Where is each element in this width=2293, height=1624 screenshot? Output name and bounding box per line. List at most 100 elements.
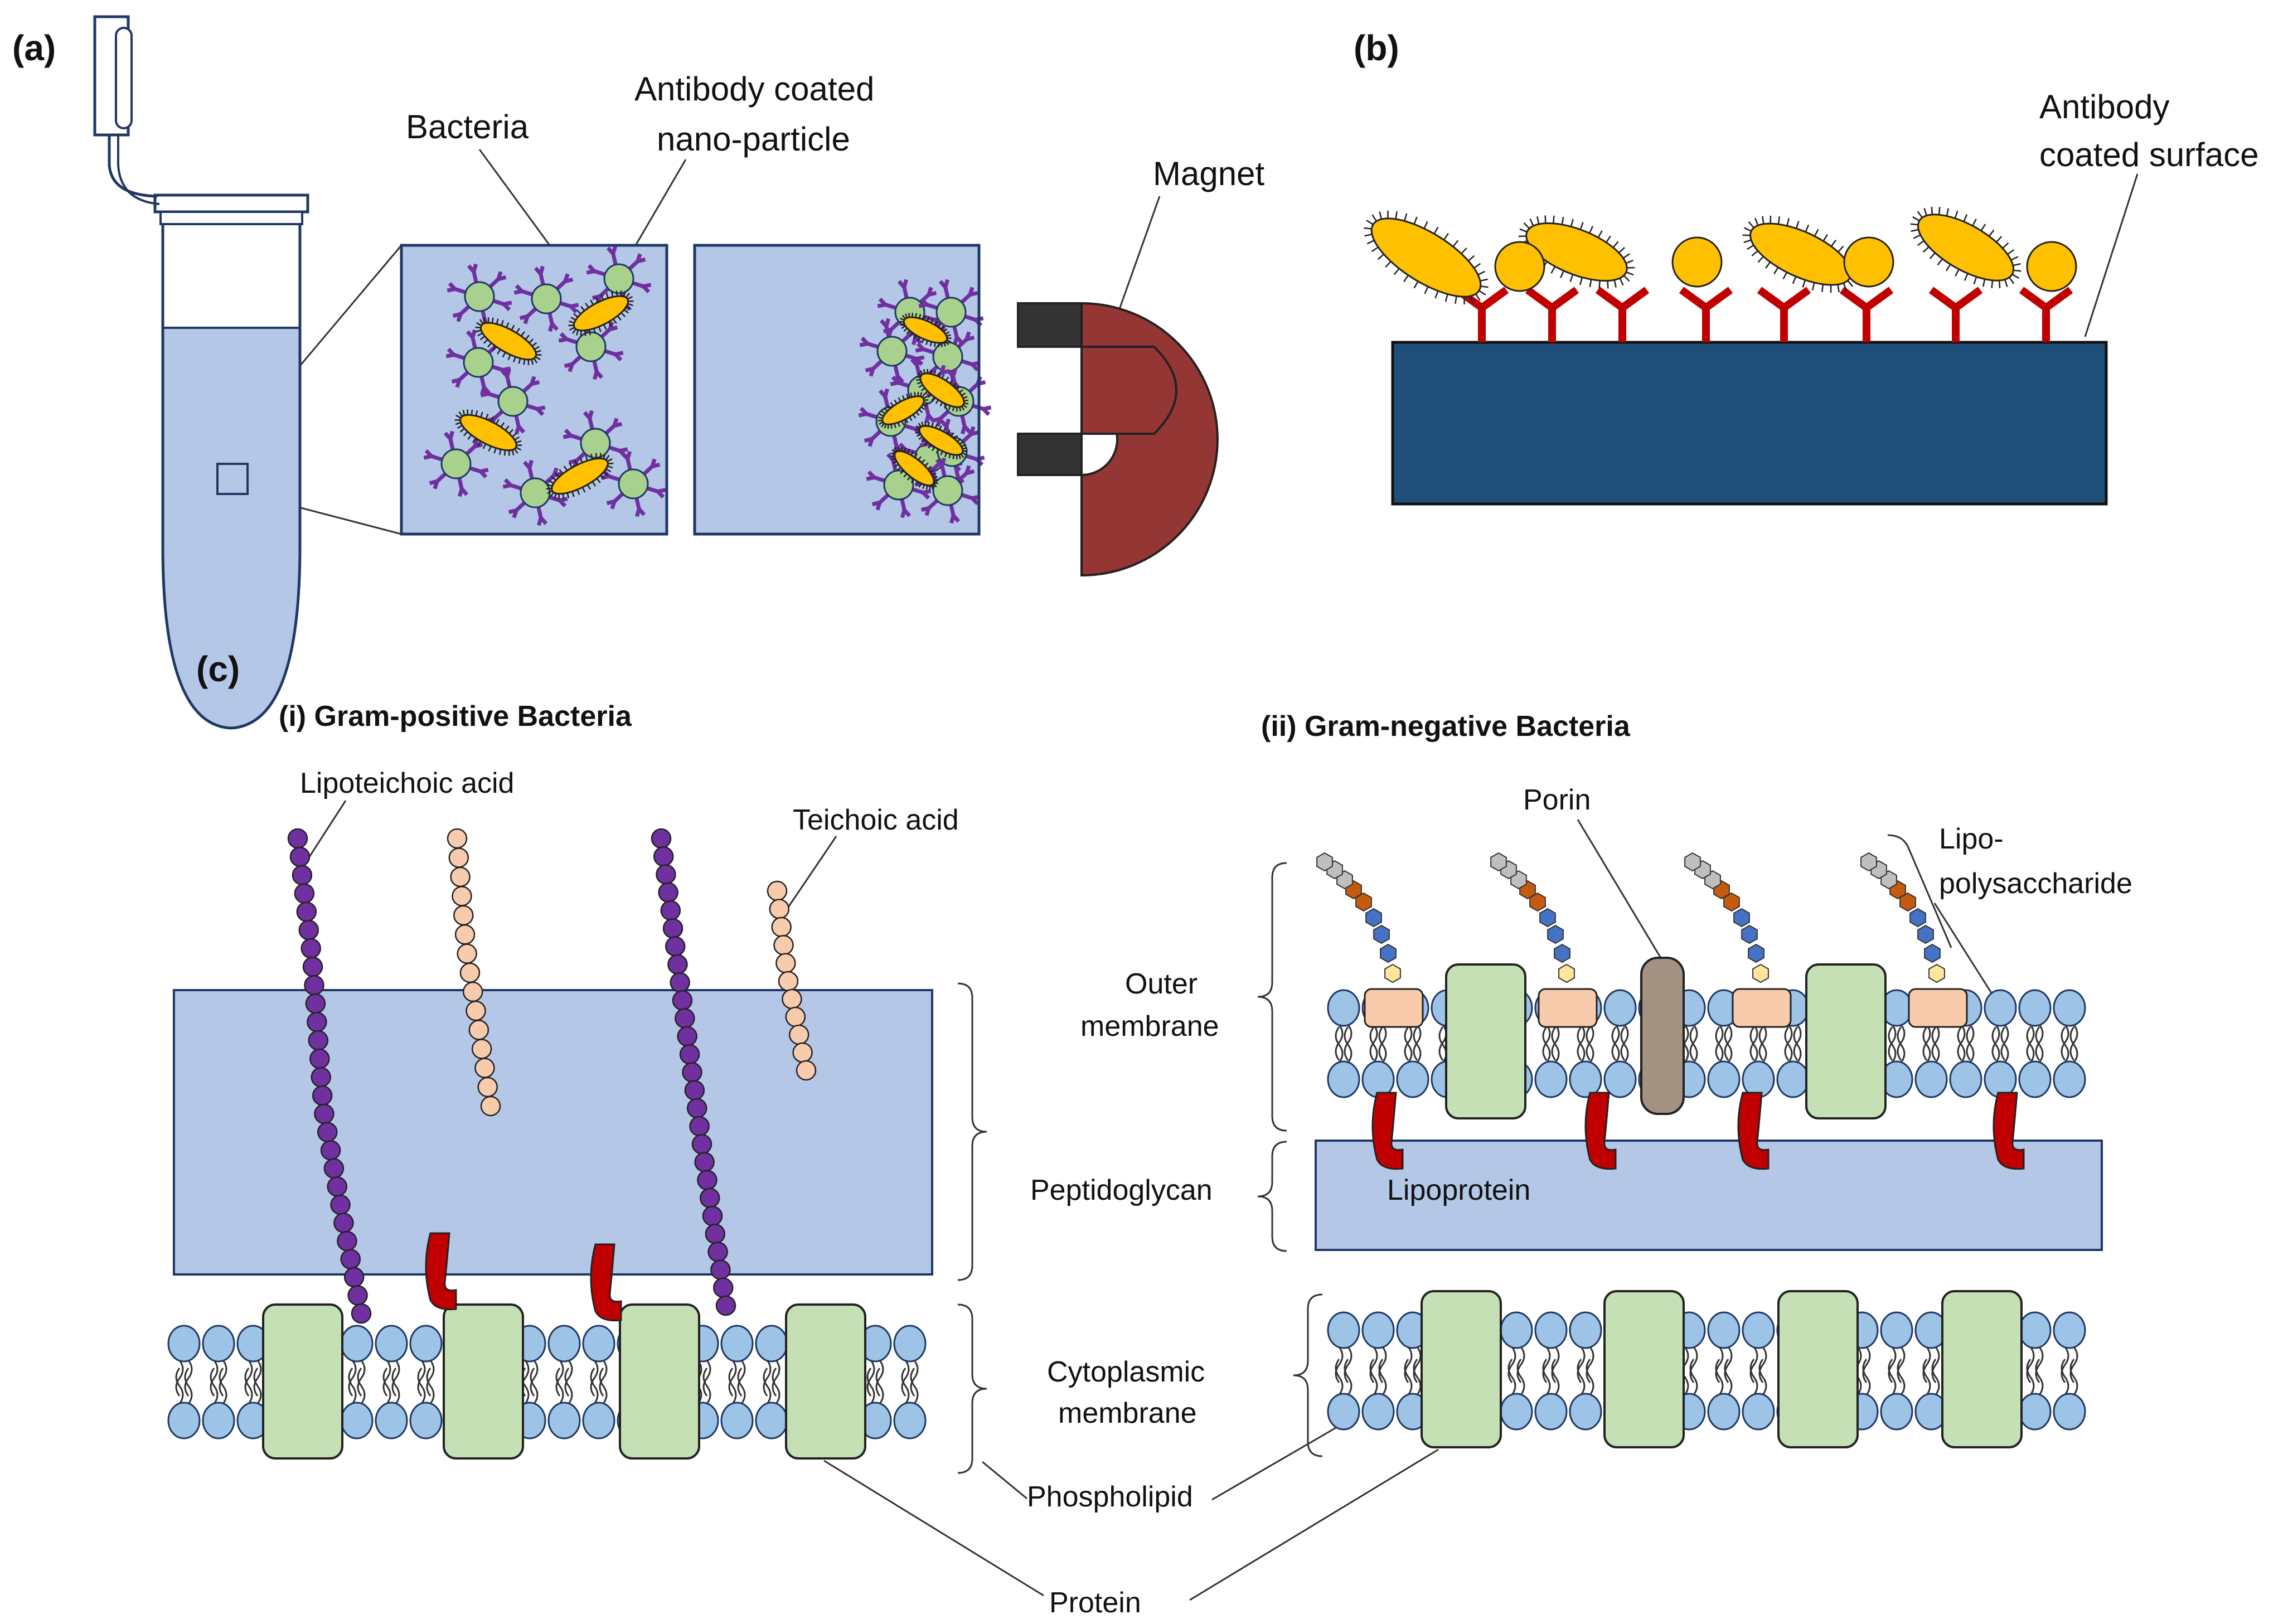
lipid-tail <box>357 1368 366 1404</box>
antibody-arm <box>910 358 919 367</box>
antibody-stem <box>912 487 924 495</box>
sugar-unit <box>1316 852 1333 872</box>
lipid-head-bottom <box>1534 1060 1568 1098</box>
lipid-head-bottom <box>1707 1393 1741 1431</box>
antibody-stem <box>905 353 917 361</box>
bacterium-pilus <box>520 331 525 337</box>
bead <box>702 1205 723 1227</box>
antibody-arm <box>869 368 875 377</box>
bacterium-pilus <box>590 299 594 306</box>
bacterium <box>546 453 614 500</box>
antibody-stem <box>960 415 967 427</box>
lipid-tail <box>1991 1026 2000 1063</box>
label-lipoteichoic-acid: Lipoteichoic acid <box>300 767 514 799</box>
bead <box>710 1259 731 1280</box>
lipid-tail <box>219 1368 227 1404</box>
lipid-head-bottom <box>1327 1393 1360 1431</box>
bacterium <box>1364 210 1489 305</box>
bacterium-pilus <box>1444 294 1448 302</box>
antibody-stem <box>527 467 534 479</box>
lipid-head-top <box>1880 1311 1913 1349</box>
bacterium-pilus <box>507 354 511 360</box>
bead <box>305 993 326 1014</box>
bacterium-pilus <box>1625 259 1633 264</box>
nanoparticle-core <box>876 336 908 367</box>
bacterium-pilus <box>1434 290 1439 299</box>
lipid-tail <box>702 1368 711 1404</box>
bead <box>471 1039 492 1059</box>
lipid-head-bottom <box>1914 1060 1948 1098</box>
sugar-unit <box>1909 908 1926 928</box>
antibody-arm <box>586 269 595 275</box>
lipid-tail <box>1957 1026 1966 1063</box>
lipid-head-bottom <box>1603 1060 1637 1098</box>
surface-antibody <box>1595 287 1650 342</box>
lipid-tail <box>219 1360 227 1397</box>
lipid-tail <box>1715 1346 1724 1383</box>
lipid-head-top <box>1742 1311 1775 1349</box>
bead <box>691 1134 712 1155</box>
bacterium-pilus <box>595 297 599 303</box>
label-surface-line2: coated surface <box>2039 136 2259 173</box>
lipid-tail <box>1931 1024 1940 1061</box>
bacterium-pilus <box>573 313 579 318</box>
antibody-arm <box>867 438 874 447</box>
lipid-tail <box>1404 1359 1413 1395</box>
bacterium-pilus <box>1371 214 1377 222</box>
bacterium-pilus <box>501 320 504 326</box>
antibody-arm-right <box>1864 287 1894 311</box>
panel-c-gram-negative <box>1257 834 2103 1457</box>
bacterium-pilus <box>1910 223 1918 226</box>
lipid-head-top <box>582 1325 615 1363</box>
lipid-tail <box>175 1360 184 1397</box>
bacterium-pilus <box>581 487 586 493</box>
bead <box>317 1122 338 1142</box>
bacterium-pilus <box>1991 280 1994 288</box>
antibody-arm-right <box>1781 287 1811 311</box>
bacterium-pilus <box>1550 266 1556 274</box>
lipid-tail <box>1888 1024 1897 1061</box>
phospholipid <box>720 1325 754 1439</box>
lipid-tail <box>1689 1346 1698 1383</box>
lipid-tail <box>1922 1359 1931 1395</box>
antibody-arm <box>530 376 536 385</box>
bacterium-pilus <box>497 349 501 355</box>
lipid-head-bottom <box>1396 1060 1429 1098</box>
lipid-tail <box>1507 1359 1516 1395</box>
bead <box>694 1152 715 1172</box>
cytoplasmic-membrane-protein <box>1603 1290 1685 1448</box>
bacterium <box>890 447 939 490</box>
lipid-tail <box>1577 1026 1586 1063</box>
lipid-tail <box>1931 1359 1940 1395</box>
antibody-stem <box>923 347 935 355</box>
lipid-head-top <box>167 1325 201 1363</box>
antibody-stem <box>522 382 534 393</box>
lipid-head-bottom <box>755 1402 788 1439</box>
phospholipid <box>2018 989 2052 1098</box>
lipid-tail <box>1586 1346 1594 1383</box>
antibody-arm <box>595 370 604 379</box>
antibody-stem <box>968 382 980 393</box>
lipid-tail <box>590 1368 599 1404</box>
bacterium-pilus <box>1455 295 1457 304</box>
bacterium-pilus <box>511 324 515 331</box>
bacterium-pilus <box>603 453 606 459</box>
lipoprotein <box>1371 1092 1404 1170</box>
antibody-arm <box>473 438 479 447</box>
lipid-tail <box>1888 1346 1897 1383</box>
lipid-tail <box>1724 1026 1733 1063</box>
phospholipid <box>1984 989 2017 1098</box>
lipid-head-bottom <box>1361 1060 1395 1098</box>
antibody-arm <box>512 510 518 518</box>
bacterium-pilus <box>551 476 556 481</box>
bead <box>311 1066 331 1088</box>
bacterium-pilus <box>1622 253 1630 259</box>
lipid-tail <box>2069 1024 2078 1061</box>
antibody-arm-left <box>1757 287 1787 311</box>
phospholipid <box>202 1325 235 1439</box>
lipid-tail <box>866 1368 875 1404</box>
nanoparticle-core <box>603 263 634 294</box>
lipid-tail <box>1715 1359 1724 1395</box>
antibody-arm <box>939 365 946 374</box>
